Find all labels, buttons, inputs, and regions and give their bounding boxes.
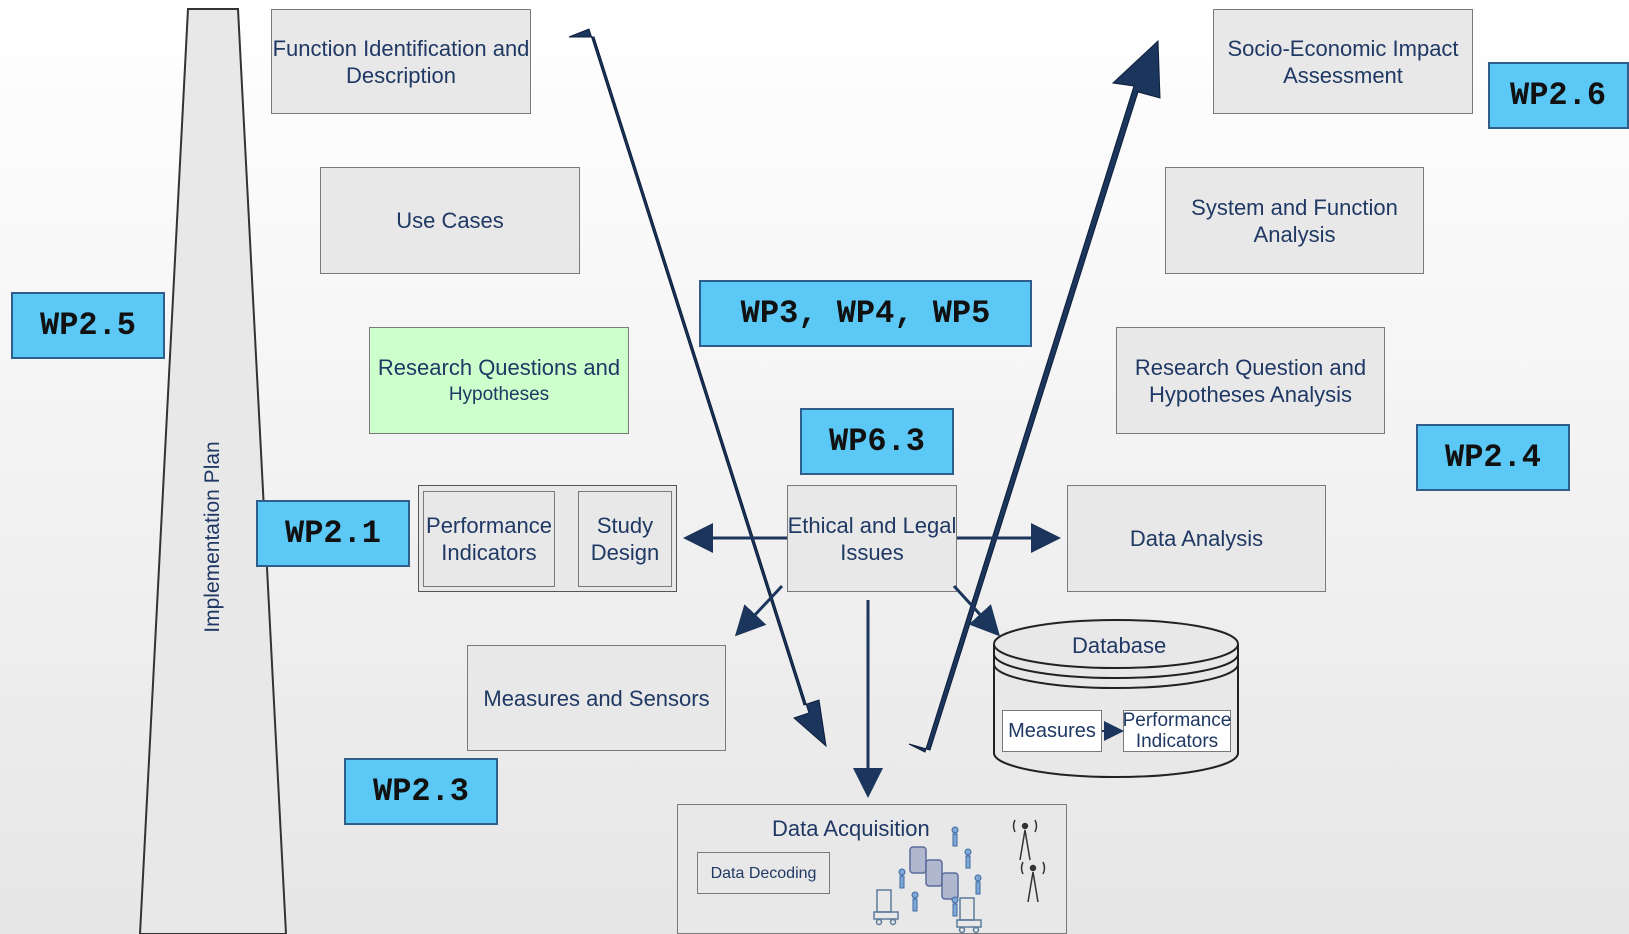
wp-2-3-label: WP2.3: [344, 758, 498, 825]
wp-2-5-label: WP2.5: [11, 292, 165, 359]
database-label: Database: [1072, 633, 1167, 658]
performance-indicators-line1: Performance: [426, 513, 552, 538]
study-design-line2: Design: [590, 540, 660, 565]
measures-sensors-box[interactable]: Measures and Sensors: [467, 645, 726, 751]
data-analysis-box[interactable]: Data Analysis: [1067, 485, 1326, 592]
function-identification-line1: Function Identification and: [272, 35, 530, 61]
database-performance-line1: Performance: [1122, 710, 1232, 731]
data-decoding-label: Data Decoding: [710, 864, 817, 882]
research-questions-line1: Research Questions and: [377, 354, 621, 380]
wp-2-1-label: WP2.1: [256, 500, 410, 567]
antenna-icon: [1012, 819, 1046, 903]
wp-6-3-label: WP6.3: [800, 408, 954, 475]
function-identification-line2: Description: [345, 62, 457, 88]
ethical-legal-line2: Issues: [840, 539, 904, 565]
big-down-arrow: [568, 28, 827, 748]
use-cases-label: Use Cases: [396, 208, 504, 233]
ethical-legal-line1: Ethical and Legal: [787, 512, 957, 538]
arrow-to-measures-sensors: [734, 584, 784, 637]
data-analysis-label: Data Analysis: [1129, 526, 1264, 551]
implementation-plan-trapezoid: [138, 8, 288, 934]
database-measures-box[interactable]: Measures: [1002, 710, 1102, 752]
socio-economic-line2: Assessment: [1283, 62, 1403, 88]
data-acquisition-label: Data Acquisition: [772, 816, 930, 841]
wp-2-4-label: WP2.4: [1416, 424, 1570, 491]
use-cases-box[interactable]: Use Cases: [320, 167, 580, 274]
measures-sensors-label: Measures and Sensors: [483, 685, 710, 711]
study-design-line1: Study: [596, 513, 654, 538]
big-up-arrow: [908, 39, 1161, 753]
wp-3-4-5-label: WP3, WP4, WP5: [699, 280, 1032, 347]
research-questions-line2: Hypotheses: [448, 383, 550, 405]
system-function-line2: Analysis: [1253, 221, 1336, 247]
database-performance-line2: Indicators: [1135, 731, 1219, 752]
data-decoding-box[interactable]: Data Decoding: [697, 852, 830, 894]
truck-icon: [873, 889, 982, 934]
person-icon: [898, 826, 982, 917]
database-measures-label: Measures: [1008, 719, 1096, 742]
rq-analysis-line1: Research Question and: [1134, 354, 1367, 380]
system-function-line1: System and Function: [1191, 194, 1398, 220]
phone-icon: [909, 846, 959, 900]
performance-indicators-line2: Indicators: [441, 540, 537, 565]
socio-economic-line1: Socio-Economic Impact: [1227, 35, 1459, 61]
wp-2-6-label: WP2.6: [1488, 62, 1629, 129]
arrow-to-database: [952, 584, 1001, 637]
rq-analysis-line2: Hypotheses Analysis: [1148, 381, 1352, 407]
